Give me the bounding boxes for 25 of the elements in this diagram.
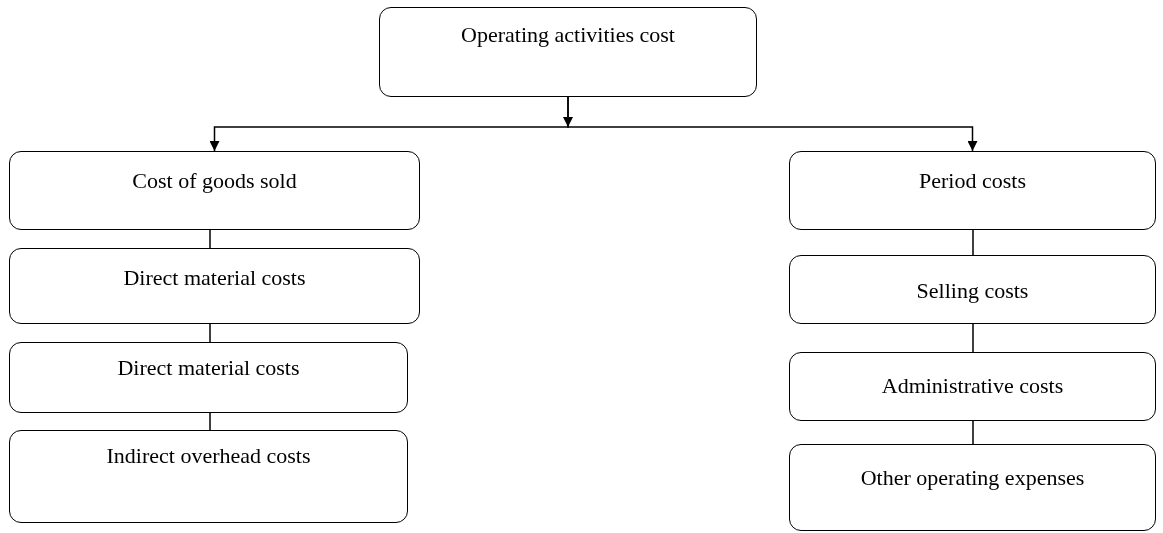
cost-box bbox=[789, 444, 1156, 531]
box-label: Other operating expenses bbox=[860, 465, 1085, 492]
box-label: Administrative costs bbox=[881, 373, 1064, 400]
box-label: Selling costs bbox=[916, 278, 1029, 305]
cost-box bbox=[9, 430, 408, 523]
box-label: Cost of goods sold bbox=[132, 168, 297, 195]
cost-box bbox=[9, 248, 420, 324]
cost-box bbox=[9, 342, 408, 413]
box-label: Indirect overhead costs bbox=[106, 443, 311, 470]
cost-box bbox=[379, 7, 757, 97]
connector-line bbox=[972, 323, 974, 353]
connector-line bbox=[209, 412, 211, 431]
box-label: Direct material costs bbox=[123, 265, 306, 292]
box-label: Direct material costs bbox=[117, 355, 300, 382]
cost-box bbox=[789, 255, 1156, 324]
connector-line bbox=[972, 229, 974, 256]
connector-line bbox=[209, 323, 211, 343]
connector-line bbox=[972, 420, 974, 445]
box-label: Operating activities cost bbox=[461, 22, 675, 49]
cost-box bbox=[789, 352, 1156, 421]
connector-line bbox=[209, 229, 211, 249]
arrow bbox=[567, 96, 978, 152]
cost-box bbox=[789, 151, 1156, 230]
box-label: Period costs bbox=[919, 168, 1026, 195]
cost-box bbox=[9, 151, 420, 230]
